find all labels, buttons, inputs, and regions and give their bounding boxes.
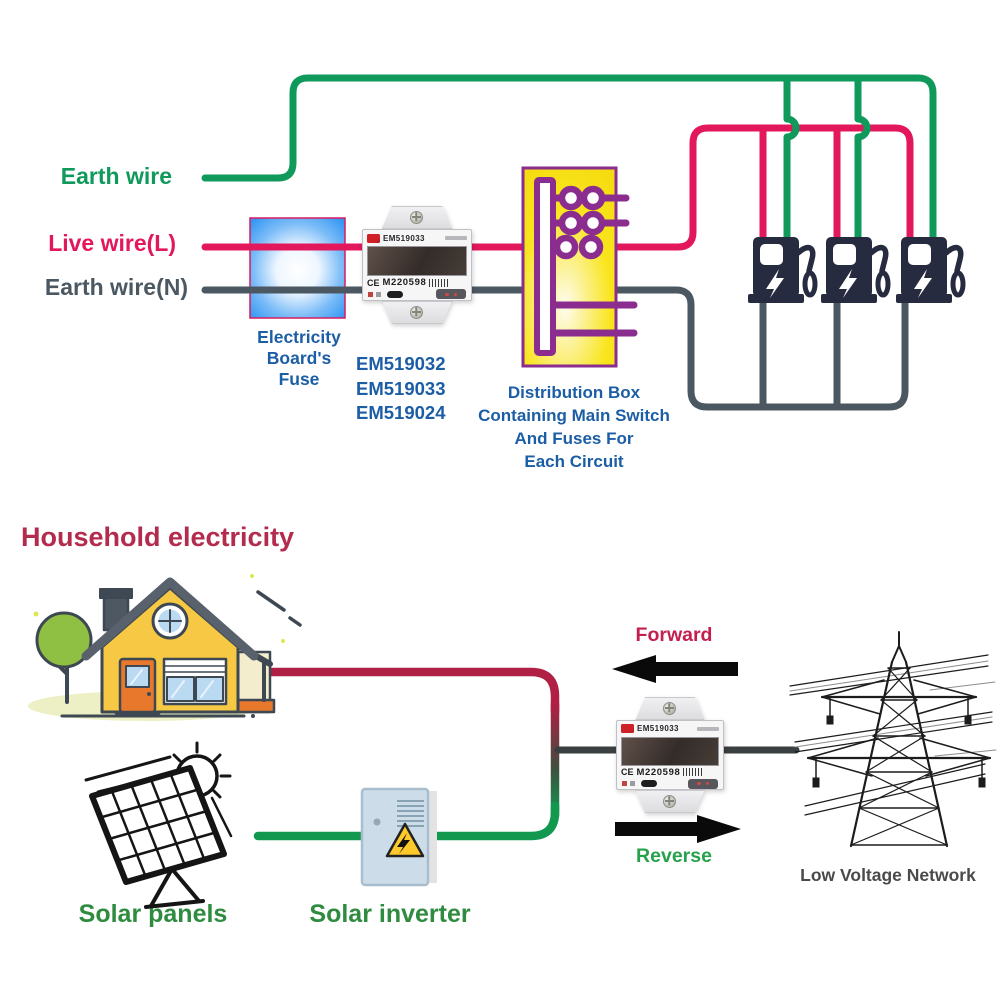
distribution-box-icon bbox=[521, 166, 638, 368]
house-icon bbox=[28, 574, 302, 721]
meter-spec-text bbox=[445, 236, 467, 241]
neutral-wire bbox=[201, 286, 909, 411]
meter-model-list: EM519032 EM519033 EM519024 bbox=[356, 352, 445, 426]
ce-mark: CE bbox=[621, 767, 634, 778]
fuse-caption-line: Fuse bbox=[278, 369, 320, 389]
meter-serial: M220598 bbox=[382, 277, 427, 289]
indicator-icon bbox=[622, 781, 627, 787]
meter-top-tab bbox=[635, 697, 705, 720]
meter-model-text: EM519033 bbox=[637, 724, 679, 734]
meter-faceplate: EM519033 CE M220598 bbox=[362, 229, 472, 301]
meter-bottom-tab bbox=[381, 301, 453, 324]
meter-faceplate: EM519033 CE M220598 bbox=[616, 720, 724, 790]
neutral-wire-label: Earth wire(N) bbox=[44, 274, 188, 300]
earth-wire bbox=[201, 74, 937, 241]
busbar bbox=[534, 177, 556, 356]
solar-inverter-icon bbox=[360, 787, 437, 887]
section-title: Household electricity bbox=[21, 522, 295, 552]
ev-charger-icon bbox=[748, 237, 818, 303]
meter-button bbox=[641, 780, 657, 788]
terminal-block bbox=[436, 289, 466, 300]
ev-charger-icon bbox=[896, 237, 966, 303]
solar-inverter-label: Solar inverter bbox=[309, 900, 471, 928]
lcd-display bbox=[367, 246, 467, 276]
indicator-icon bbox=[368, 291, 373, 297]
distribution-box-caption: Distribution Box Containing Main Switch … bbox=[452, 381, 696, 473]
meter-top-tab bbox=[381, 206, 453, 229]
solar-panels-label: Solar panels bbox=[78, 900, 228, 928]
brand-logo bbox=[367, 233, 380, 243]
household-loop-wire bbox=[253, 667, 800, 841]
energy-meter: EM519033 CE M220598 bbox=[616, 697, 724, 813]
forward-arrow-icon bbox=[612, 655, 738, 683]
earth-wire-label: Earth wire bbox=[60, 163, 172, 189]
brand-logo bbox=[621, 724, 634, 734]
distribution-caption-line: Containing Main Switch bbox=[478, 406, 670, 425]
screw-icon bbox=[663, 795, 677, 808]
meter-model: EM519024 bbox=[356, 402, 446, 423]
live-wire bbox=[201, 124, 914, 251]
screw-icon bbox=[663, 702, 677, 715]
meter-bottom-tab bbox=[635, 790, 705, 813]
forward-label: Forward bbox=[635, 624, 713, 646]
meter-model: EM519032 bbox=[356, 353, 446, 374]
meter-button bbox=[387, 290, 403, 298]
barcode-icon bbox=[683, 768, 704, 777]
solar-panel-icon bbox=[84, 741, 233, 909]
ev-charger-icon bbox=[821, 237, 891, 303]
distribution-caption-line: Distribution Box bbox=[507, 383, 641, 402]
lcd-display bbox=[621, 736, 719, 766]
meter-serial: M220598 bbox=[636, 766, 681, 778]
live-wire-label: Live wire(L) bbox=[48, 230, 176, 256]
low-voltage-network-label: Low Voltage Network bbox=[800, 865, 976, 885]
fuse-caption-line: Electricity bbox=[257, 327, 341, 347]
meter-model: EM519033 bbox=[356, 377, 446, 399]
meter-model-text: EM519033 bbox=[383, 233, 425, 243]
reverse-arrow-icon bbox=[615, 815, 741, 843]
fuse-caption-line: Board's bbox=[266, 348, 332, 368]
terminal-block bbox=[688, 778, 718, 789]
fuse-circles bbox=[553, 185, 606, 260]
distribution-caption-line: Each Circuit bbox=[524, 452, 624, 471]
transmission-tower-icon bbox=[789, 631, 997, 848]
screw-icon bbox=[410, 306, 424, 319]
reverse-label: Reverse bbox=[636, 845, 712, 867]
energy-meter: EM519033 CE M220598 bbox=[362, 206, 472, 324]
ce-mark: CE bbox=[367, 277, 380, 288]
barcode-icon bbox=[429, 278, 450, 287]
fuse-caption: Electricity Board's Fuse bbox=[239, 327, 359, 390]
screw-icon bbox=[410, 211, 424, 224]
distribution-caption-line: And Fuses For bbox=[514, 429, 634, 448]
meter-spec-text bbox=[697, 726, 719, 731]
fuse-box-icon bbox=[249, 217, 346, 319]
